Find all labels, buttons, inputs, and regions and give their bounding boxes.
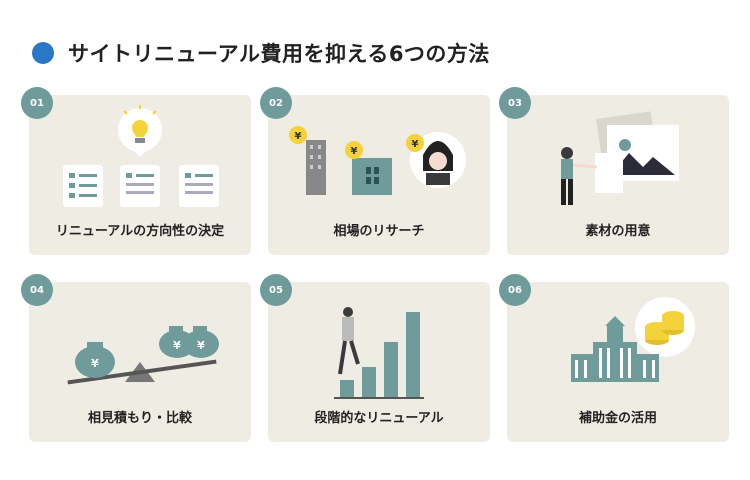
- card-02-research: 02 ¥ ¥ ¥ 相場のリサーチ: [260, 87, 490, 255]
- card-label: 補助金の活用: [578, 411, 657, 426]
- card-label: 段階的なリニューアル: [314, 411, 444, 426]
- card-number-badge: 02: [260, 87, 292, 119]
- card-label: 相場のリサーチ: [333, 224, 425, 239]
- yen-buildings-person-icon: ¥ ¥ ¥: [289, 126, 466, 195]
- card-label: 相見積もり・比較: [87, 411, 192, 426]
- card-number-badge: 01: [21, 87, 53, 119]
- money-bags-scale-icon: ¥ ¥ ¥: [67, 326, 219, 385]
- yen-symbol: ¥: [351, 146, 358, 157]
- card-number-badge: 03: [499, 87, 531, 119]
- page-title: サイトリニューアル費用を抑える6つの方法: [68, 42, 490, 66]
- card-number-badge: 06: [499, 274, 531, 306]
- government-building-coins-icon: [571, 297, 695, 382]
- card-03-materials: 03 素材の用意: [499, 87, 729, 255]
- person-photos-icon: [561, 111, 679, 205]
- card-06-subsidy: 06 補助金の活用: [499, 274, 729, 442]
- card-label: 素材の用意: [585, 224, 651, 239]
- yen-symbol: ¥: [197, 339, 205, 352]
- card-05-phased: 05 段階的なリニューアル: [260, 274, 490, 442]
- yen-symbol: ¥: [295, 131, 302, 142]
- person-climbing-bars-icon: [334, 307, 424, 399]
- card-04-compare: 04 ¥ ¥ ¥ 相見積もり・比較: [21, 274, 251, 442]
- lightbulb-documents-icon: [63, 105, 219, 207]
- card-number-badge: 04: [21, 274, 53, 306]
- yen-symbol: ¥: [91, 357, 99, 370]
- card-01-direction: 01 リニューアルの方向性の決定: [21, 87, 251, 255]
- card-number-badge: 05: [260, 274, 292, 306]
- yen-symbol: ¥: [412, 139, 419, 150]
- yen-symbol: ¥: [173, 339, 181, 352]
- bullet-dot-icon: [32, 42, 54, 64]
- card-label: リニューアルの方向性の決定: [55, 224, 225, 239]
- page-header: サイトリニューアル費用を抑える6つの方法: [32, 38, 490, 68]
